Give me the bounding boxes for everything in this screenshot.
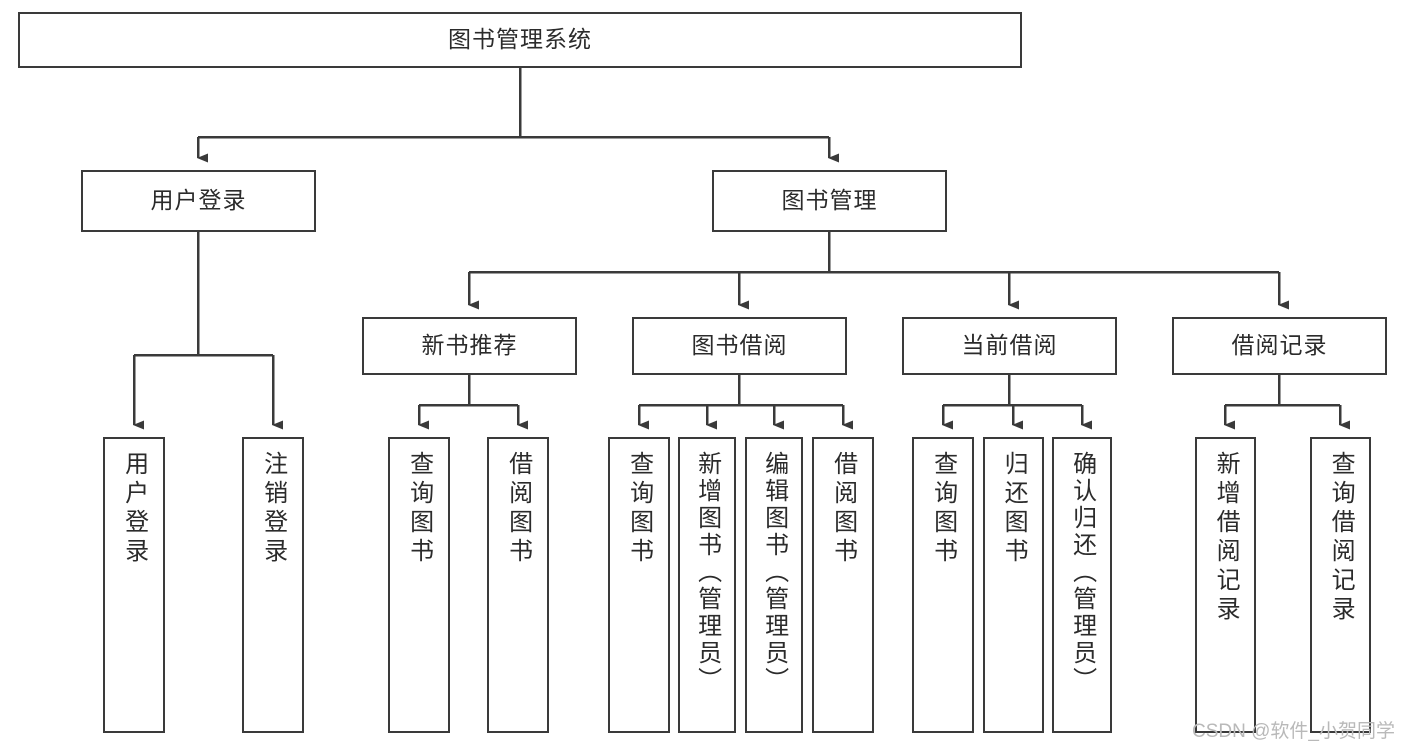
node-leaf-query-book-3[interactable]: 查询图书 [912,437,974,733]
node-leaf-query-book-3-label: 查询图书 [929,451,957,567]
node-root-图书管理系统-label: 图书管理系统 [448,26,592,53]
node-book-borrow[interactable]: 图书借阅 [632,317,847,375]
node-user-login[interactable]: 用户登录 [81,170,316,232]
node-book-borrow-label: 图书借阅 [691,332,788,359]
node-root-图书管理系统[interactable]: 图书管理系统 [18,12,1022,68]
node-new-book-rec-label: 新书推荐 [421,332,518,359]
node-leaf-borrow-book-2-label: 借阅图书 [829,451,857,567]
edge-layer [132,68,1350,430]
node-leaf-query-book-2-label: 查询图书 [625,451,653,567]
node-borrow-record-label: 借阅记录 [1231,332,1328,359]
node-leaf-edit-book[interactable]: 编辑图书（管理员） [745,437,803,733]
node-book-manage-label: 图书管理 [781,187,878,214]
node-book-manage[interactable]: 图书管理 [712,170,947,232]
node-leaf-logout-label: 注销登录 [259,451,287,567]
node-leaf-add-record[interactable]: 新增借阅记录 [1195,437,1256,733]
node-leaf-borrow-book-1-label: 借阅图书 [504,451,532,567]
node-leaf-add-record-label: 新增借阅记录 [1212,451,1240,625]
node-borrow-record[interactable]: 借阅记录 [1172,317,1387,375]
node-leaf-query-book-2[interactable]: 查询图书 [608,437,670,733]
node-leaf-confirm-return-label: 确认归还（管理员） [1068,451,1096,694]
node-leaf-query-book-1-label: 查询图书 [405,451,433,567]
node-current-borrow[interactable]: 当前借阅 [902,317,1117,375]
node-leaf-user-login[interactable]: 用户登录 [103,437,165,733]
node-leaf-user-login-label: 用户登录 [120,451,148,567]
node-leaf-edit-book-label: 编辑图书（管理员） [760,451,788,694]
node-new-book-rec[interactable]: 新书推荐 [362,317,577,375]
node-leaf-borrow-book-2[interactable]: 借阅图书 [812,437,874,733]
node-leaf-add-book[interactable]: 新增图书（管理员） [678,437,736,733]
node-current-borrow-label: 当前借阅 [961,332,1058,359]
node-leaf-borrow-book-1[interactable]: 借阅图书 [487,437,549,733]
node-user-login-label: 用户登录 [150,187,247,214]
node-leaf-query-book-1[interactable]: 查询图书 [388,437,450,733]
node-leaf-confirm-return[interactable]: 确认归还（管理员） [1052,437,1112,733]
node-leaf-return-book-label: 归还图书 [1000,451,1028,567]
node-leaf-add-book-label: 新增图书（管理员） [693,451,721,694]
node-leaf-query-record[interactable]: 查询借阅记录 [1310,437,1371,733]
node-leaf-query-record-label: 查询借阅记录 [1327,451,1355,625]
node-leaf-return-book[interactable]: 归还图书 [983,437,1044,733]
node-leaf-logout[interactable]: 注销登录 [242,437,304,733]
